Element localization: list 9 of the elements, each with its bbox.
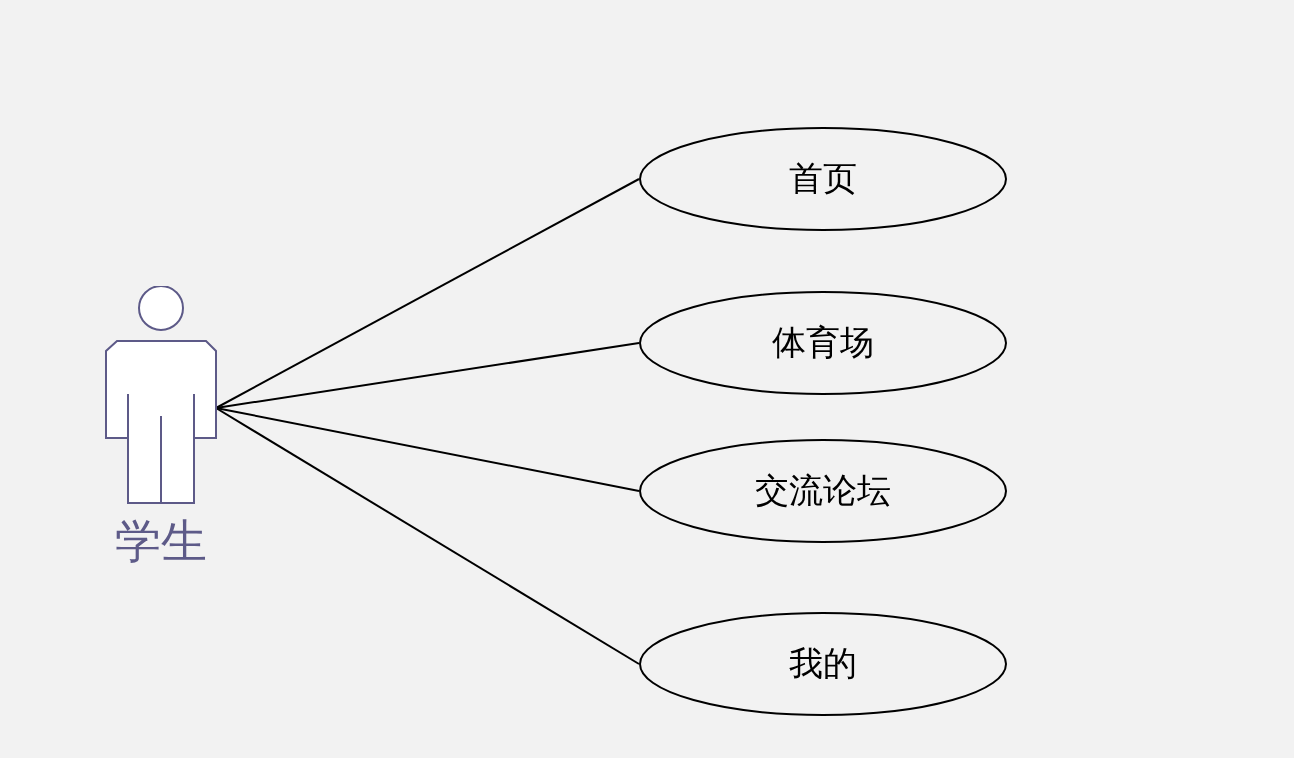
use-case-ellipse <box>639 291 1007 395</box>
use-case-label: 我的 <box>789 642 857 685</box>
use-case-label: 首页 <box>789 157 857 200</box>
use-case-label: 体育场 <box>772 321 874 364</box>
use-case-ellipse <box>639 439 1007 543</box>
use-case-ellipse <box>639 612 1007 716</box>
use-case-label: 交流论坛 <box>755 469 891 512</box>
use-case-ellipse <box>639 127 1007 231</box>
actor-name: 学生 <box>115 518 207 564</box>
